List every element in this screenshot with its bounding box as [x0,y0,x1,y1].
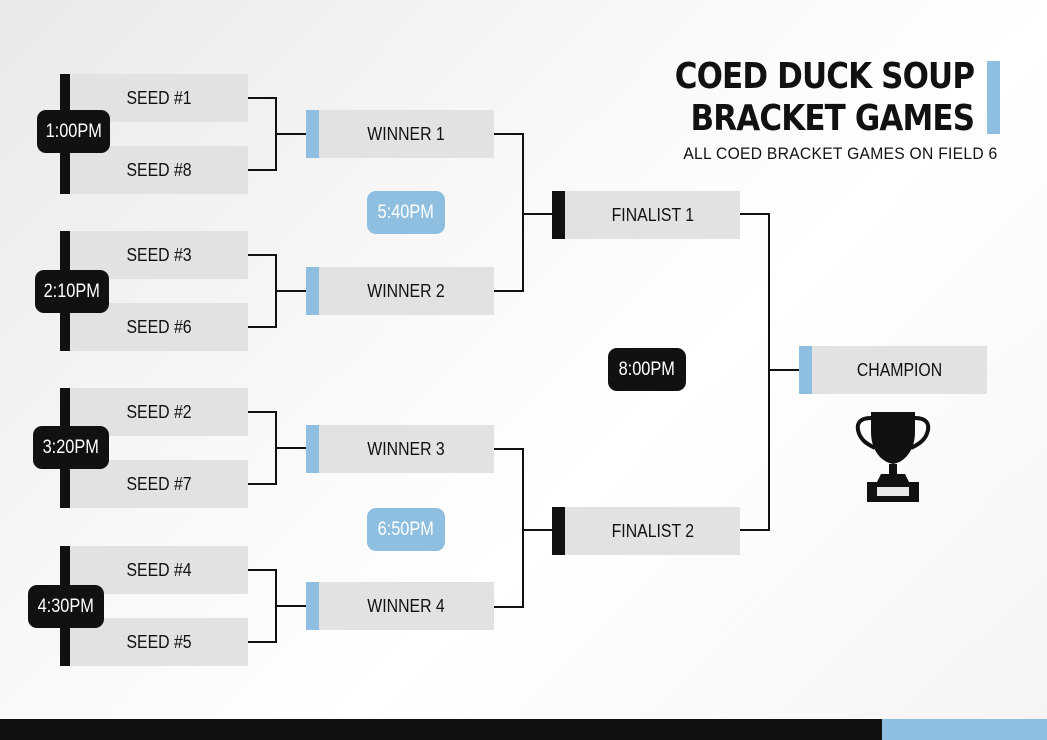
seed-label: SEED #2 [126,401,192,422]
game-2-time-badge: 2:10PM [35,270,109,313]
time-label: 5:40PM [377,201,435,223]
connector-line [248,569,276,571]
winner-box: WINNER 3 [306,425,494,473]
connector-line [248,641,276,643]
seed-label: SEED #3 [126,244,192,265]
connector-line [494,290,523,292]
game-4-time-badge: 4:30PM [28,585,104,628]
winner-label: WINNER 1 [367,123,446,144]
winner-box: WINNER 4 [306,582,494,630]
connector-line [522,213,552,215]
seed-label: SEED #1 [126,87,192,108]
connector-line [522,133,524,292]
winner-label: WINNER 2 [367,280,446,301]
footer-bar-dark [0,719,882,740]
winner-box: WINNER 2 [306,267,494,315]
final-time-badge: 8:00PM [608,348,686,391]
connector-line [522,529,552,531]
connector-line [248,97,276,99]
seed-label: SEED #5 [126,631,192,652]
game-3-time-badge: 3:20PM [33,426,109,469]
title-line-1: COED DUCK SOUP [674,56,975,97]
seed-label: SEED #4 [126,559,192,580]
semifinal-1-time-badge: 5:40PM [367,191,445,234]
connector-line [494,448,523,450]
seed-label: SEED #7 [126,473,192,494]
finalist-label: FINALIST 2 [611,520,694,541]
seed-box: SEED #8 [70,146,248,194]
connector-line [275,447,306,449]
semifinal-2-time-badge: 6:50PM [367,508,445,551]
connector-line [275,133,306,135]
time-label: 2:10PM [43,280,101,302]
trophy-icon [855,412,931,502]
connector-line [248,169,276,171]
connector-line [740,213,769,215]
game-1-time-badge: 1:00PM [37,110,110,153]
time-label: 6:50PM [377,518,435,540]
time-label: 1:00PM [45,120,102,142]
winner-label: WINNER 4 [367,595,446,616]
connector-line [494,606,523,608]
page-subtitle: ALL COED BRACKET GAMES ON FIELD 6 [682,144,997,163]
connector-line [768,213,770,531]
connector-line [248,254,276,256]
connector-line [275,605,306,607]
connector-line [248,411,276,413]
connector-line [248,483,276,485]
winner-label: WINNER 3 [367,438,446,459]
connector-line [522,448,524,608]
connector-line [248,326,276,328]
connector-line [768,369,799,371]
finalist-box: FINALIST 2 [552,507,740,555]
connector-line [275,290,306,292]
time-label: 8:00PM [618,358,676,380]
page-title: COED DUCK SOUP BRACKET GAMES [674,56,975,140]
title-accent-bar [987,61,1000,134]
winner-box: WINNER 1 [306,110,494,158]
time-label: 3:20PM [42,436,100,458]
connector-line [494,133,523,135]
finalist-label: FINALIST 1 [611,204,694,225]
footer-bar-blue [882,719,1047,740]
time-label: 4:30PM [37,595,95,617]
champion-label: CHAMPION [856,359,943,380]
finalist-box: FINALIST 1 [552,191,740,239]
champion-box: CHAMPION [799,346,987,394]
connector-line [740,529,769,531]
title-line-2: BRACKET GAMES [690,98,974,139]
seed-label: SEED #6 [126,316,192,337]
seed-label: SEED #8 [126,159,192,180]
